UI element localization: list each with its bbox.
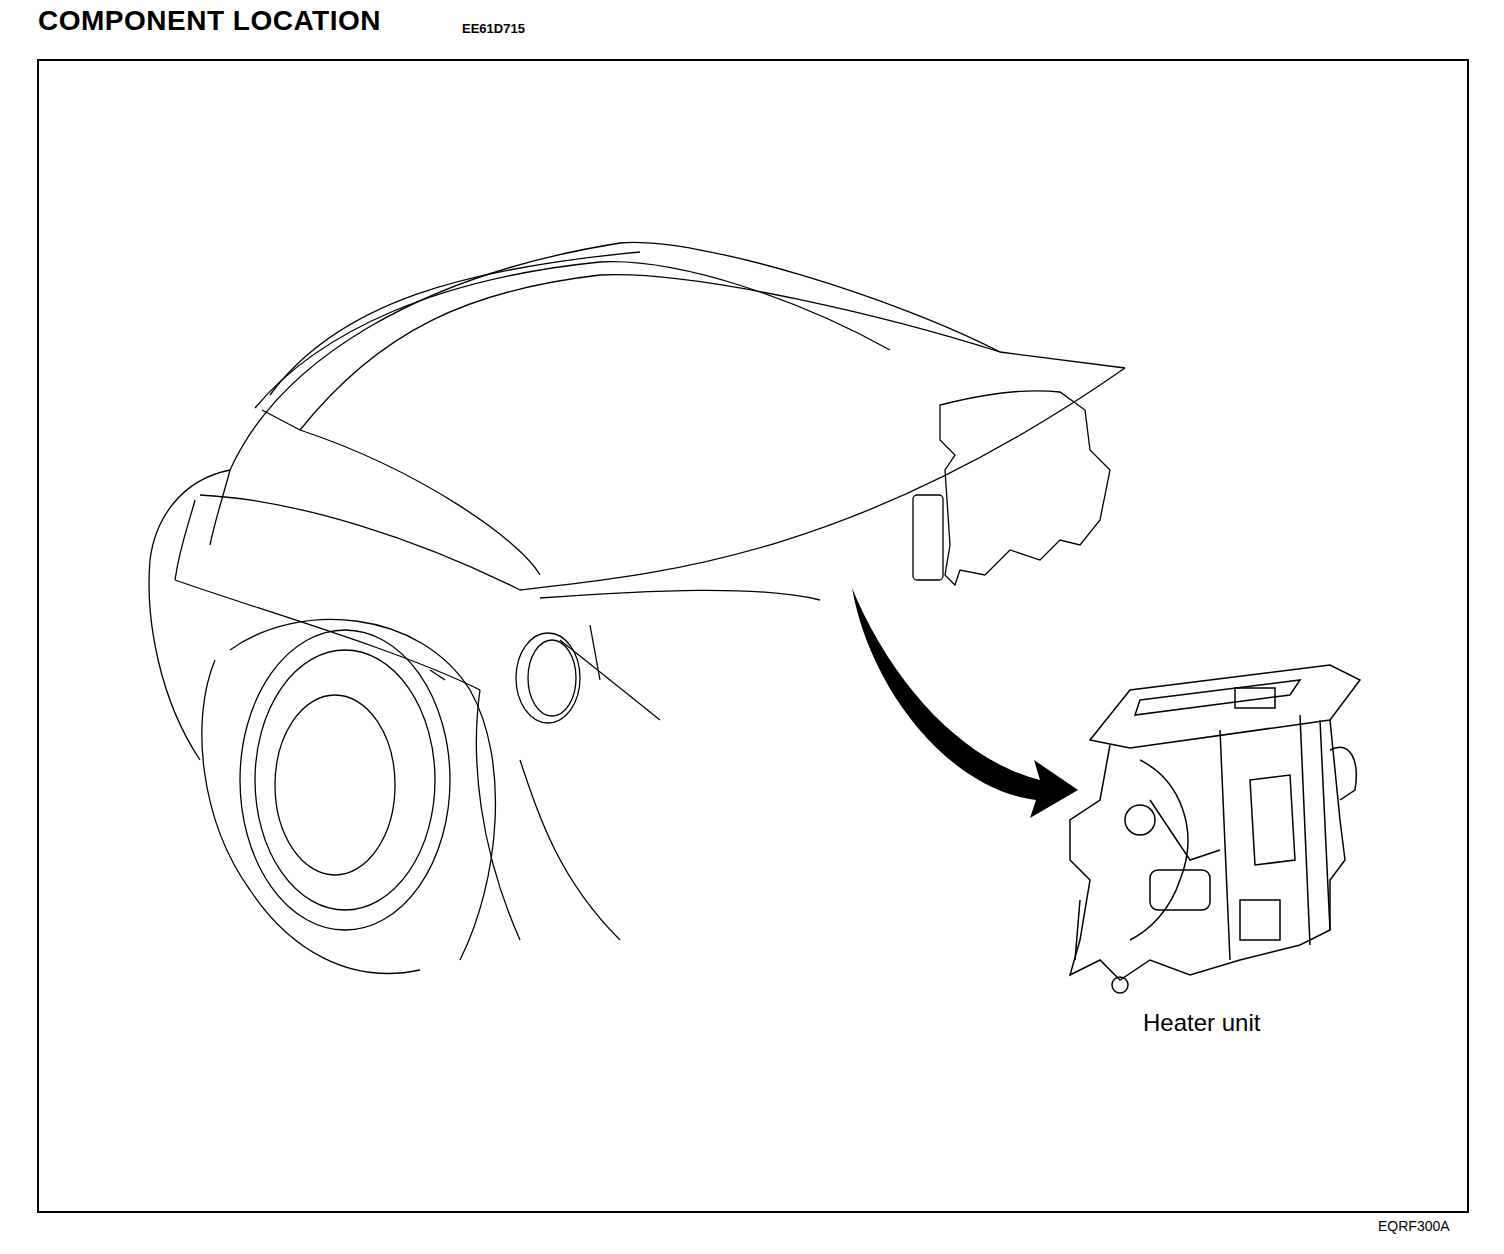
heater-location xyxy=(913,391,1110,585)
car-outline xyxy=(149,242,1125,973)
pointer-arrow xyxy=(852,588,1078,818)
page-title: COMPONENT LOCATION xyxy=(38,6,381,37)
heater-unit-drawing xyxy=(1070,665,1360,993)
section-code: EE61D715 xyxy=(462,22,525,36)
part-name: Heater unit xyxy=(1143,1010,1260,1036)
frame xyxy=(38,60,1468,1212)
figure-code: EQRF300A xyxy=(1378,1219,1450,1234)
